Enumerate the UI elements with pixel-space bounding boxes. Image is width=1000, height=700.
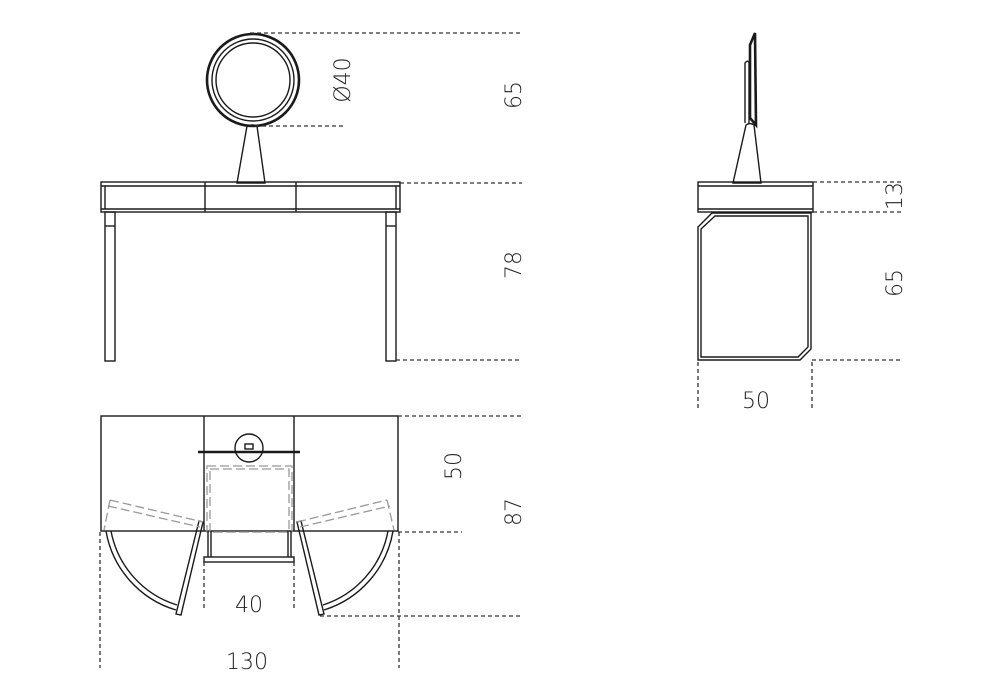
- depth-label: 50: [742, 389, 770, 414]
- side-body: [697, 212, 812, 361]
- mirror-diameter-label: Ø40: [331, 57, 356, 102]
- right-door-open: [296, 499, 395, 616]
- left-door-open: [103, 499, 204, 616]
- side-top: [697, 181, 814, 213]
- mirror-stand: [236, 124, 266, 184]
- top-height-label: 13: [883, 182, 908, 210]
- body-height-label: 65: [883, 269, 908, 297]
- side-view: 13 65 50: [697, 32, 908, 414]
- table-legs: [104, 211, 397, 362]
- mirror-height-label: 65: [502, 81, 527, 109]
- top-outline: [100, 415, 399, 532]
- drawer-width-label: 40: [235, 593, 263, 618]
- top-depth-label: 50: [442, 452, 467, 480]
- top-view: 50 87 40 130: [99, 415, 527, 675]
- open-drawer: [203, 531, 295, 563]
- total-width-label: 130: [226, 650, 268, 675]
- mirror-stand-side: [732, 122, 762, 184]
- mirror-side: [748, 32, 758, 129]
- drawer-hidden: [206, 465, 293, 533]
- table-top: [100, 181, 401, 213]
- front-view: Ø40 65 78: [100, 32, 527, 362]
- open-depth-label: 87: [502, 498, 527, 526]
- round-mirror: [205, 32, 301, 128]
- table-height-label: 78: [502, 251, 527, 279]
- mirror-top: [234, 433, 264, 463]
